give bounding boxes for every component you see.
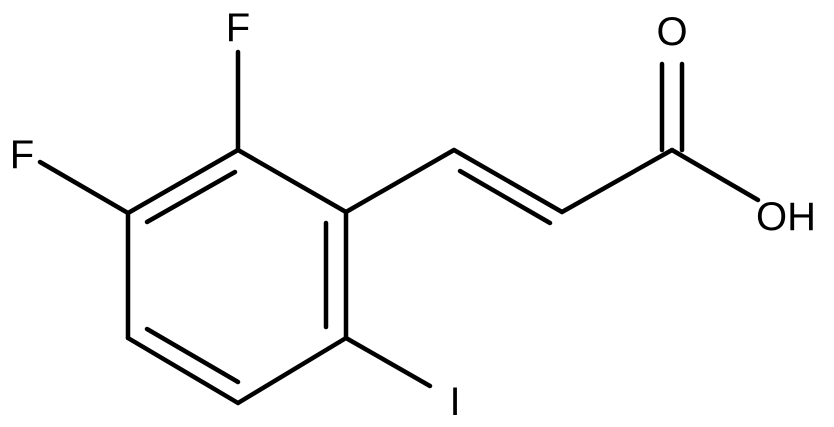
benzene-ring: [125, 147, 349, 406]
bond-carboxyl-oh: [669, 147, 761, 203]
bond-c3-f: [37, 159, 131, 216]
atom-labels: F F I O OH: [10, 6, 816, 424]
atom-label-f-top: F: [226, 6, 250, 50]
ring-bond-c2-c3-inner: [144, 169, 238, 225]
ring-bond-c2-c3: [125, 147, 241, 216]
ring-bond-c1-c2: [235, 147, 349, 215]
atom-label-f-left: F: [10, 133, 34, 177]
ring-bond-c4-c5: [125, 335, 241, 406]
ring-bond-c5-c6: [235, 335, 349, 406]
ring-bond-c4-c5-inner: [144, 326, 241, 385]
bond-vinyl-carboxyl: [559, 147, 675, 215]
bond-vinyl-double-inner: [457, 168, 553, 226]
bond-ring-vinyl: [343, 147, 457, 215]
atom-label-carbonyl-oxygen: O: [656, 10, 687, 54]
bond-vinyl-double: [451, 147, 565, 215]
atom-label-iodine: I: [449, 380, 460, 424]
bond-c6-i: [343, 335, 433, 389]
atom-label-hydroxyl: OH: [756, 195, 816, 239]
substituent-bonds: [37, 49, 761, 389]
